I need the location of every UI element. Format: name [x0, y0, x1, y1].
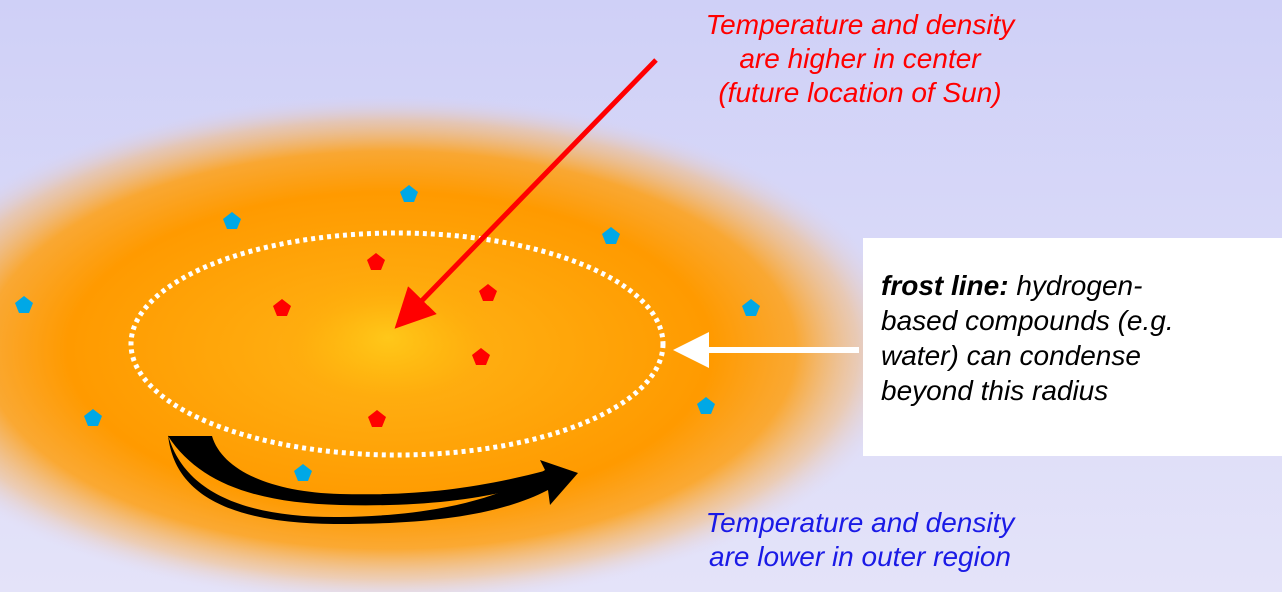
- frost-line-desc-3: water) can condense: [881, 340, 1141, 371]
- frost-line-desc-2: based compounds (e.g.: [881, 305, 1174, 336]
- inner-particles: [273, 253, 497, 427]
- center-temperature-note: Temperature and density are higher in ce…: [600, 8, 1120, 110]
- outer-particles: [15, 185, 760, 481]
- red-pentagon-icon: [367, 253, 385, 270]
- rotation-arrow-icon: [168, 435, 578, 524]
- blue-pentagon-icon: [400, 185, 418, 202]
- blue-pentagon-icon: [697, 397, 715, 414]
- red-pentagon-icon: [479, 284, 497, 301]
- red-pentagon-icon: [472, 348, 490, 365]
- center-note-line-2: are higher in center: [739, 43, 981, 74]
- blue-pentagon-icon: [294, 464, 312, 481]
- nebula-core: [278, 268, 498, 408]
- blue-pentagon-icon: [15, 296, 33, 313]
- frost-line-callout: frost line: hydrogen- based compounds (e…: [863, 238, 1282, 456]
- red-pentagon-icon: [273, 299, 291, 316]
- outer-note-line-2: are lower in outer region: [709, 541, 1011, 572]
- center-note-line-3: (future location of Sun): [718, 77, 1002, 108]
- frost-line-term: frost line:: [881, 270, 1009, 301]
- frost-line-desc-1: hydrogen-: [1008, 270, 1143, 301]
- outer-temperature-note: Temperature and density are lower in out…: [640, 506, 1080, 574]
- center-note-line-1: Temperature and density: [705, 9, 1015, 40]
- center-pointer-arrow: [394, 58, 658, 329]
- blue-pentagon-icon: [84, 409, 102, 426]
- red-pentagon-icon: [368, 410, 386, 427]
- blue-pentagon-icon: [742, 299, 760, 316]
- outer-note-line-1: Temperature and density: [705, 507, 1015, 538]
- blue-pentagon-icon: [602, 227, 620, 244]
- blue-pentagon-icon: [223, 212, 241, 229]
- frost-line-ring: [128, 230, 666, 458]
- frost-line-desc-4: beyond this radius: [881, 375, 1109, 406]
- rotation-arrow-tail: [168, 436, 548, 506]
